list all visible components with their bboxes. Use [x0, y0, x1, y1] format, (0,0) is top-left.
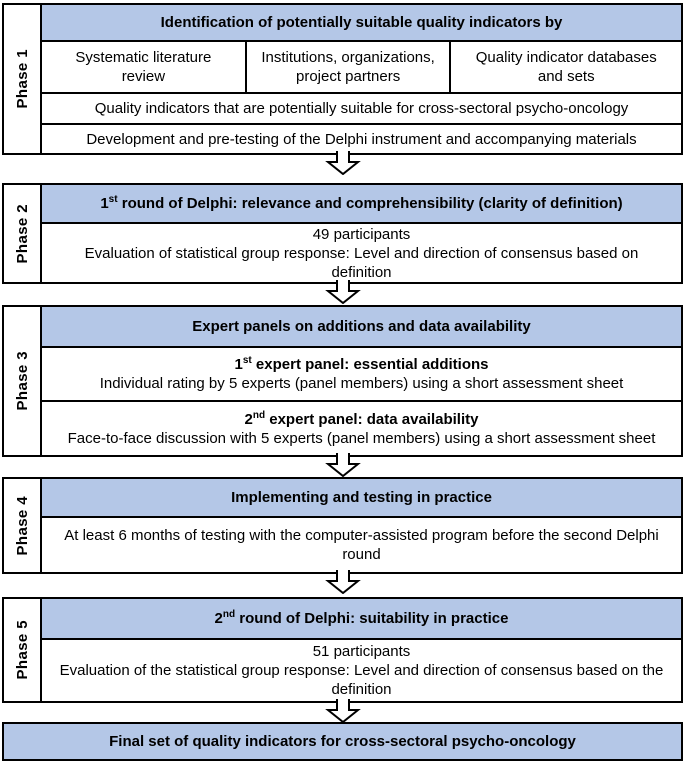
- phase-5-participants: 51 participants: [312, 643, 411, 660]
- phase-5-label: Phase 5: [13, 620, 31, 680]
- connector-3: [2, 453, 683, 477]
- superscript: st: [108, 194, 118, 205]
- phase-5-label-cell: Phase 5: [4, 599, 42, 701]
- phase-1-sources-row: Systematic literature review Institution…: [42, 42, 681, 94]
- phase-5-block: Phase 5 2nd round of Delphi: suitability…: [2, 597, 683, 703]
- phase-1-result-row: Quality indicators that are potentially …: [42, 94, 681, 125]
- phase-2-header: 1st round of Delphi: relevance and compr…: [42, 185, 681, 224]
- final-result-box: Final set of quality indicators for cros…: [2, 722, 683, 761]
- down-arrow-icon: [324, 699, 361, 723]
- down-arrow-icon: [324, 570, 361, 594]
- phase-1-label: Phase 1: [13, 49, 31, 109]
- down-arrow-icon: [324, 453, 361, 477]
- phase-2-block: Phase 2 1st round of Delphi: relevance a…: [2, 183, 683, 284]
- connector-4: [2, 570, 683, 597]
- connector-5: [2, 699, 683, 723]
- phase-5-body: 51 participants Evaluation of the statis…: [42, 640, 681, 701]
- phase-3-panel-2-row: 2nd expert panel: data availability Face…: [42, 402, 681, 455]
- panel-2-description: Face-to-face discussion with 5 experts (…: [67, 429, 656, 447]
- phase-4-content: Implementing and testing in practice At …: [42, 479, 681, 572]
- delphi-process-flowchart: Phase 1 Identification of potentially su…: [2, 3, 683, 761]
- phase-1-content: Identification of potentially suitable q…: [42, 5, 681, 153]
- phase-4-body: At least 6 months of testing with the co…: [64, 527, 659, 563]
- source-cell-databases: Quality indicator databases and sets: [449, 42, 681, 92]
- phase-4-label-cell: Phase 4: [4, 479, 42, 572]
- panel-2-title: 2nd expert panel: data availability: [244, 409, 479, 428]
- phase-3-header: Expert panels on additions and data avai…: [42, 307, 681, 348]
- down-arrow-icon: [324, 151, 361, 175]
- phase-2-participants: 49 participants: [312, 225, 411, 243]
- phase-2-label-cell: Phase 2: [4, 185, 42, 282]
- phase-3-block: Phase 3 Expert panels on additions and d…: [2, 305, 683, 457]
- source-cell-institutions: Institutions, organizations, project par…: [244, 42, 450, 92]
- phase-1-development-row: Development and pre-testing of the Delph…: [86, 130, 637, 148]
- superscript: nd: [222, 609, 236, 620]
- phase-1-label-cell: Phase 1: [4, 5, 42, 153]
- source-cell-literature: Systematic literature review: [75, 49, 212, 85]
- phase-1-block: Phase 1 Identification of potentially su…: [2, 3, 683, 155]
- phase-1-header: Identification of potentially suitable q…: [42, 5, 681, 42]
- phase-4-header: Implementing and testing in practice: [42, 479, 681, 518]
- phase-2-content: 1st round of Delphi: relevance and compr…: [42, 185, 681, 282]
- phase-2-evaluation: Evaluation of statistical group response…: [84, 244, 639, 281]
- down-arrow-icon: [324, 280, 361, 304]
- phase-5-header: 2nd round of Delphi: suitability in prac…: [42, 599, 681, 640]
- panel-1-description: Individual rating by 5 experts (panel me…: [99, 375, 624, 392]
- phase-5-content: 2nd round of Delphi: suitability in prac…: [42, 599, 681, 701]
- connector-1: [2, 151, 683, 183]
- connector-2: [2, 280, 683, 305]
- phase-5-evaluation: Evaluation of the statistical group resp…: [59, 662, 664, 698]
- superscript: nd: [252, 409, 266, 421]
- phase-3-panel-1-row: 1st expert panel: essential additions In…: [42, 348, 681, 402]
- phase-3-label: Phase 3: [13, 351, 31, 411]
- phase-2-label: Phase 2: [13, 203, 31, 264]
- panel-1-title: 1st expert panel: essential additions: [234, 355, 489, 374]
- phase-4-block: Phase 4 Implementing and testing in prac…: [2, 477, 683, 574]
- phase-3-content: Expert panels on additions and data avai…: [42, 307, 681, 455]
- phase-3-label-cell: Phase 3: [4, 307, 42, 455]
- phase-4-label: Phase 4: [13, 495, 31, 556]
- superscript: st: [242, 355, 252, 366]
- phase-2-body: 49 participants Evaluation of statistica…: [42, 224, 681, 282]
